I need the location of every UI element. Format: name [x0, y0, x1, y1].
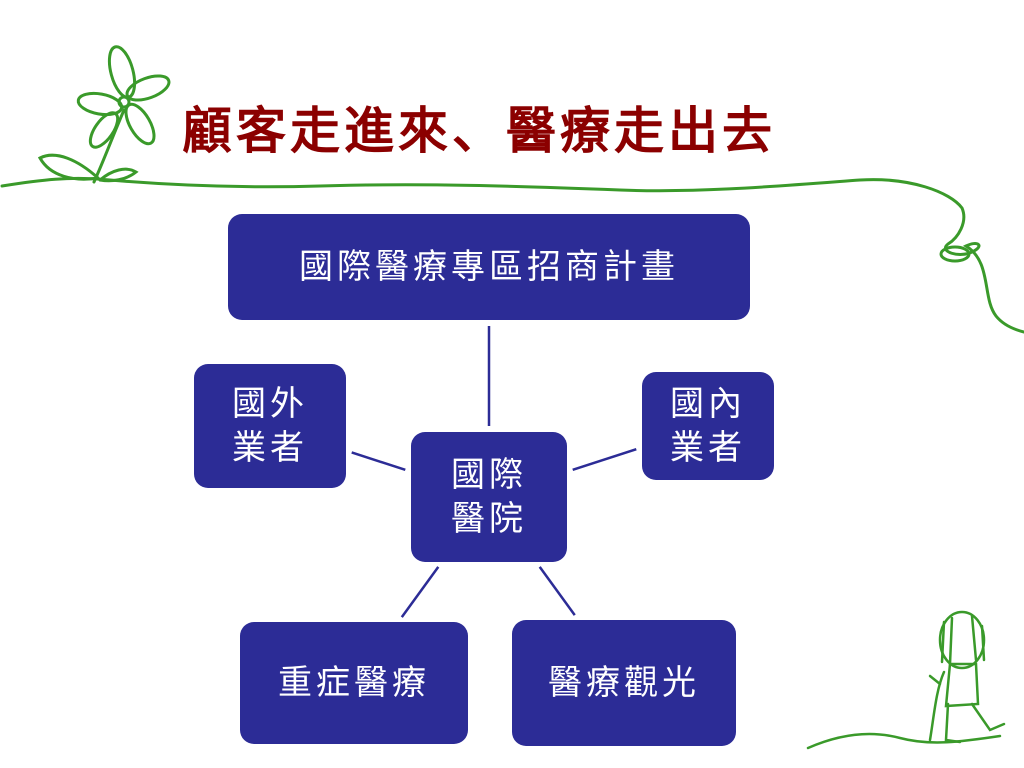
- connector-center-tourism: [538, 566, 576, 616]
- walking-figure-doodle: [806, 610, 1006, 750]
- node-domestic-operators: 國內業者: [642, 372, 774, 480]
- node-international-hospital: 國際醫院: [411, 432, 567, 562]
- slide-title: 顧客走進來、醫療走出去: [182, 101, 776, 160]
- horizon-loop: [939, 245, 971, 263]
- node-medical-tourism: 醫療觀光: [512, 620, 736, 746]
- node-medical-zone-investment-plan: 國際醫療專區招商計畫: [228, 214, 750, 320]
- node-foreign-operators: 國外業者: [194, 364, 346, 488]
- flower-doodle: [37, 45, 171, 184]
- horizon-line: [0, 176, 1024, 334]
- connector-center-domestic: [572, 448, 637, 472]
- node-critical-care: 重症醫療: [240, 622, 468, 744]
- connector-center-foreign: [351, 451, 406, 472]
- connector-center-severe: [400, 566, 440, 618]
- connector-lines: [351, 326, 637, 618]
